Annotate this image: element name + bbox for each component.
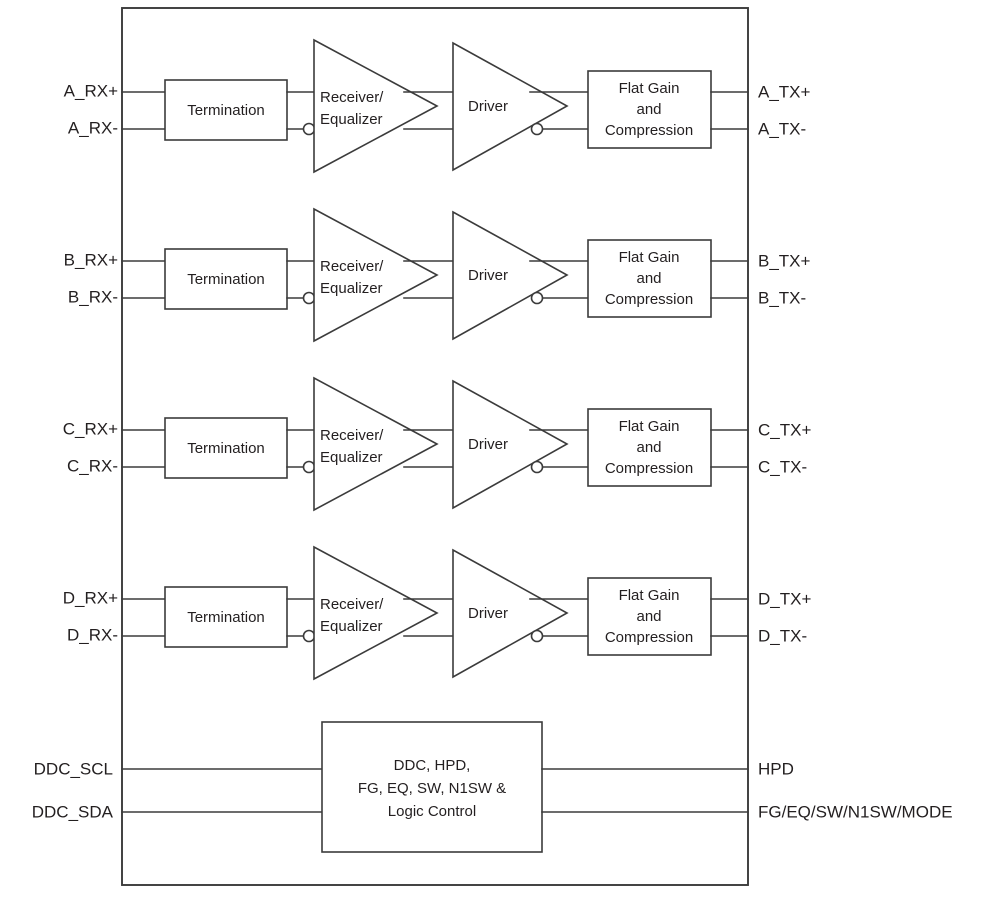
pin-label-c-rx-minus: C_RX- xyxy=(67,456,118,475)
pin-label-c-tx-plus: C_TX+ xyxy=(758,420,811,439)
termination-label-b: Termination xyxy=(187,271,265,288)
flat-gain-label-c-line3: Compression xyxy=(605,460,693,477)
receiver-equalizer-c xyxy=(313,376,439,512)
driver-label-c: Driver xyxy=(468,436,508,453)
flat-gain-label-d-line2: and xyxy=(636,608,661,625)
driver-label-d: Driver xyxy=(468,605,508,622)
device-outline xyxy=(121,7,749,886)
receiver-label-c-line2: Equalizer xyxy=(320,449,383,466)
driver-label-b: Driver xyxy=(468,267,508,284)
pin-label-ddc-sda: DDC_SDA xyxy=(32,802,114,821)
receiver-label-a-line2: Equalizer xyxy=(320,111,383,128)
inversion-bubble-icon-receiver-a xyxy=(302,122,316,136)
driver-label-a: Driver xyxy=(468,98,508,115)
pin-label-b-rx-minus: B_RX- xyxy=(68,287,118,306)
pin-label-c-tx-minus: C_TX- xyxy=(758,457,807,476)
termination-label-d: Termination xyxy=(187,609,265,626)
termination-block-d xyxy=(164,586,288,648)
pin-label-d-rx-minus: D_RX- xyxy=(67,625,118,644)
flat-gain-compression-b xyxy=(587,239,712,318)
pin-label-b-rx-plus: B_RX+ xyxy=(64,250,118,269)
channel-d: Termination Receiver/ Equalizer Driver F… xyxy=(63,545,811,681)
pin-label-a-tx-plus: A_TX+ xyxy=(758,82,811,101)
channel-b: Termination Receiver/ Equalizer Driver F… xyxy=(64,207,811,343)
pin-label-hpd: HPD xyxy=(758,759,794,778)
termination-label-a: Termination xyxy=(187,102,265,119)
inversion-bubble-icon-receiver-d xyxy=(302,629,316,643)
pin-label-c-rx-plus: C_RX+ xyxy=(63,419,118,438)
flat-gain-compression-d xyxy=(587,577,712,656)
inversion-bubble-icon-receiver-b xyxy=(302,291,316,305)
receiver-label-c-line1: Receiver/ xyxy=(320,427,384,444)
flat-gain-label-a-line2: and xyxy=(636,101,661,118)
flat-gain-label-b-line2: and xyxy=(636,270,661,287)
control-section: DDC, HPD, FG, EQ, SW, N1SW & Logic Contr… xyxy=(32,721,953,853)
driver-d xyxy=(452,548,569,679)
pin-label-a-rx-plus: A_RX+ xyxy=(64,81,118,100)
flat-gain-label-b-line3: Compression xyxy=(605,291,693,308)
receiver-label-d-line2: Equalizer xyxy=(320,618,383,635)
control-label-line2: FG, EQ, SW, N1SW & xyxy=(358,780,506,797)
channel-c: Termination Receiver/ Equalizer Driver F… xyxy=(63,376,811,512)
inversion-bubble-icon-driver-c xyxy=(530,460,544,474)
receiver-label-a-line1: Receiver/ xyxy=(320,89,384,106)
flat-gain-label-d-line1: Flat Gain xyxy=(619,587,680,604)
driver-a xyxy=(452,41,569,172)
pin-label-a-tx-minus: A_TX- xyxy=(758,119,806,138)
receiver-label-b-line1: Receiver/ xyxy=(320,258,384,275)
flat-gain-compression-c xyxy=(587,408,712,487)
pin-label-d-rx-plus: D_RX+ xyxy=(63,588,118,607)
inversion-bubble-icon-driver-b xyxy=(530,291,544,305)
flat-gain-label-c-line2: and xyxy=(636,439,661,456)
receiver-label-d-line1: Receiver/ xyxy=(320,596,384,613)
control-label-line1: DDC, HPD, xyxy=(394,757,471,774)
driver-c xyxy=(452,379,569,510)
termination-block-b xyxy=(164,248,288,310)
channel-a: Termination Receiver/ Equalizer Driver F… xyxy=(64,38,811,174)
termination-block-a xyxy=(164,79,288,141)
driver-b xyxy=(452,210,569,341)
pin-label-a-rx-minus: A_RX- xyxy=(68,118,118,137)
flat-gain-compression-a xyxy=(587,70,712,149)
termination-label-c: Termination xyxy=(187,440,265,457)
pin-label-b-tx-plus: B_TX+ xyxy=(758,251,811,270)
control-label-line3: Logic Control xyxy=(388,803,476,820)
pin-label-b-tx-minus: B_TX- xyxy=(758,288,806,307)
pin-label-d-tx-plus: D_TX+ xyxy=(758,589,811,608)
ddc-logic-control-block xyxy=(321,721,543,853)
pin-label-ddc-scl: DDC_SCL xyxy=(34,759,113,778)
inversion-bubble-icon-driver-a xyxy=(530,122,544,136)
receiver-equalizer-d xyxy=(313,545,439,681)
flat-gain-label-a-line3: Compression xyxy=(605,122,693,139)
receiver-equalizer-a xyxy=(313,38,439,174)
pin-label-mode: FG/EQ/SW/N1SW/MODE xyxy=(758,802,953,821)
termination-block-c xyxy=(164,417,288,479)
flat-gain-label-d-line3: Compression xyxy=(605,629,693,646)
receiver-label-b-line2: Equalizer xyxy=(320,280,383,297)
receiver-equalizer-b xyxy=(313,207,439,343)
pin-label-d-tx-minus: D_TX- xyxy=(758,626,807,645)
flat-gain-label-a-line1: Flat Gain xyxy=(619,80,680,97)
inversion-bubble-icon-driver-d xyxy=(530,629,544,643)
flat-gain-label-b-line1: Flat Gain xyxy=(619,249,680,266)
inversion-bubble-icon-receiver-c xyxy=(302,460,316,474)
flat-gain-label-c-line1: Flat Gain xyxy=(619,418,680,435)
